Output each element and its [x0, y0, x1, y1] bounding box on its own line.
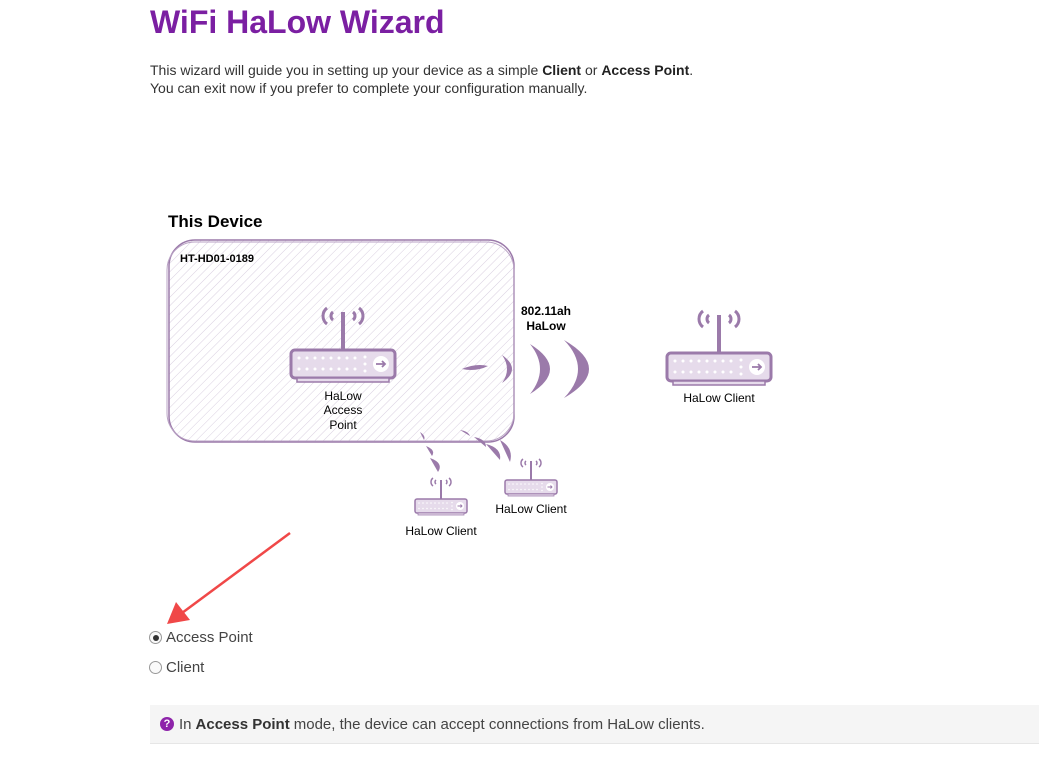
client-label: HaLow Client — [405, 524, 477, 538]
ap-label: HaLow Access Point — [324, 389, 363, 432]
svg-text:HaLow: HaLow — [526, 319, 566, 333]
client-router-icon — [414, 477, 468, 516]
link-label: 802.11ah HaLow — [521, 304, 571, 333]
client-label: HaLow Client — [495, 502, 567, 516]
question-icon: ? — [160, 717, 174, 731]
client-label: HaLow Client — [683, 391, 755, 405]
signal-waves-icon — [462, 340, 589, 398]
page-title: WiFi HaLow Wizard — [150, 4, 445, 40]
device-box-outline — [166, 241, 515, 442]
red-arrow-annotation — [167, 531, 291, 624]
device-name: HT-HD01-0189 — [180, 253, 254, 265]
svg-text:Point: Point — [329, 418, 357, 432]
wizard-description: This wizard will guide you in setting up… — [150, 62, 694, 96]
svg-text:HaLow: HaLow — [324, 389, 362, 403]
mode-option-client[interactable]: Client — [149, 659, 204, 676]
client-router-icon — [504, 458, 558, 497]
mode-option-access-point[interactable]: Access Point — [149, 629, 253, 646]
small-signal-waves-icon — [420, 430, 511, 472]
client-radio[interactable] — [149, 661, 162, 674]
svg-text:Access: Access — [324, 403, 363, 417]
access-point-radio[interactable] — [149, 631, 162, 644]
client-router-icon — [665, 309, 773, 387]
mode-info-box: ? In Access Point mode, the device can a… — [150, 705, 1039, 744]
svg-text:802.11ah: 802.11ah — [521, 304, 571, 318]
this-device-label: This Device — [168, 212, 263, 231]
